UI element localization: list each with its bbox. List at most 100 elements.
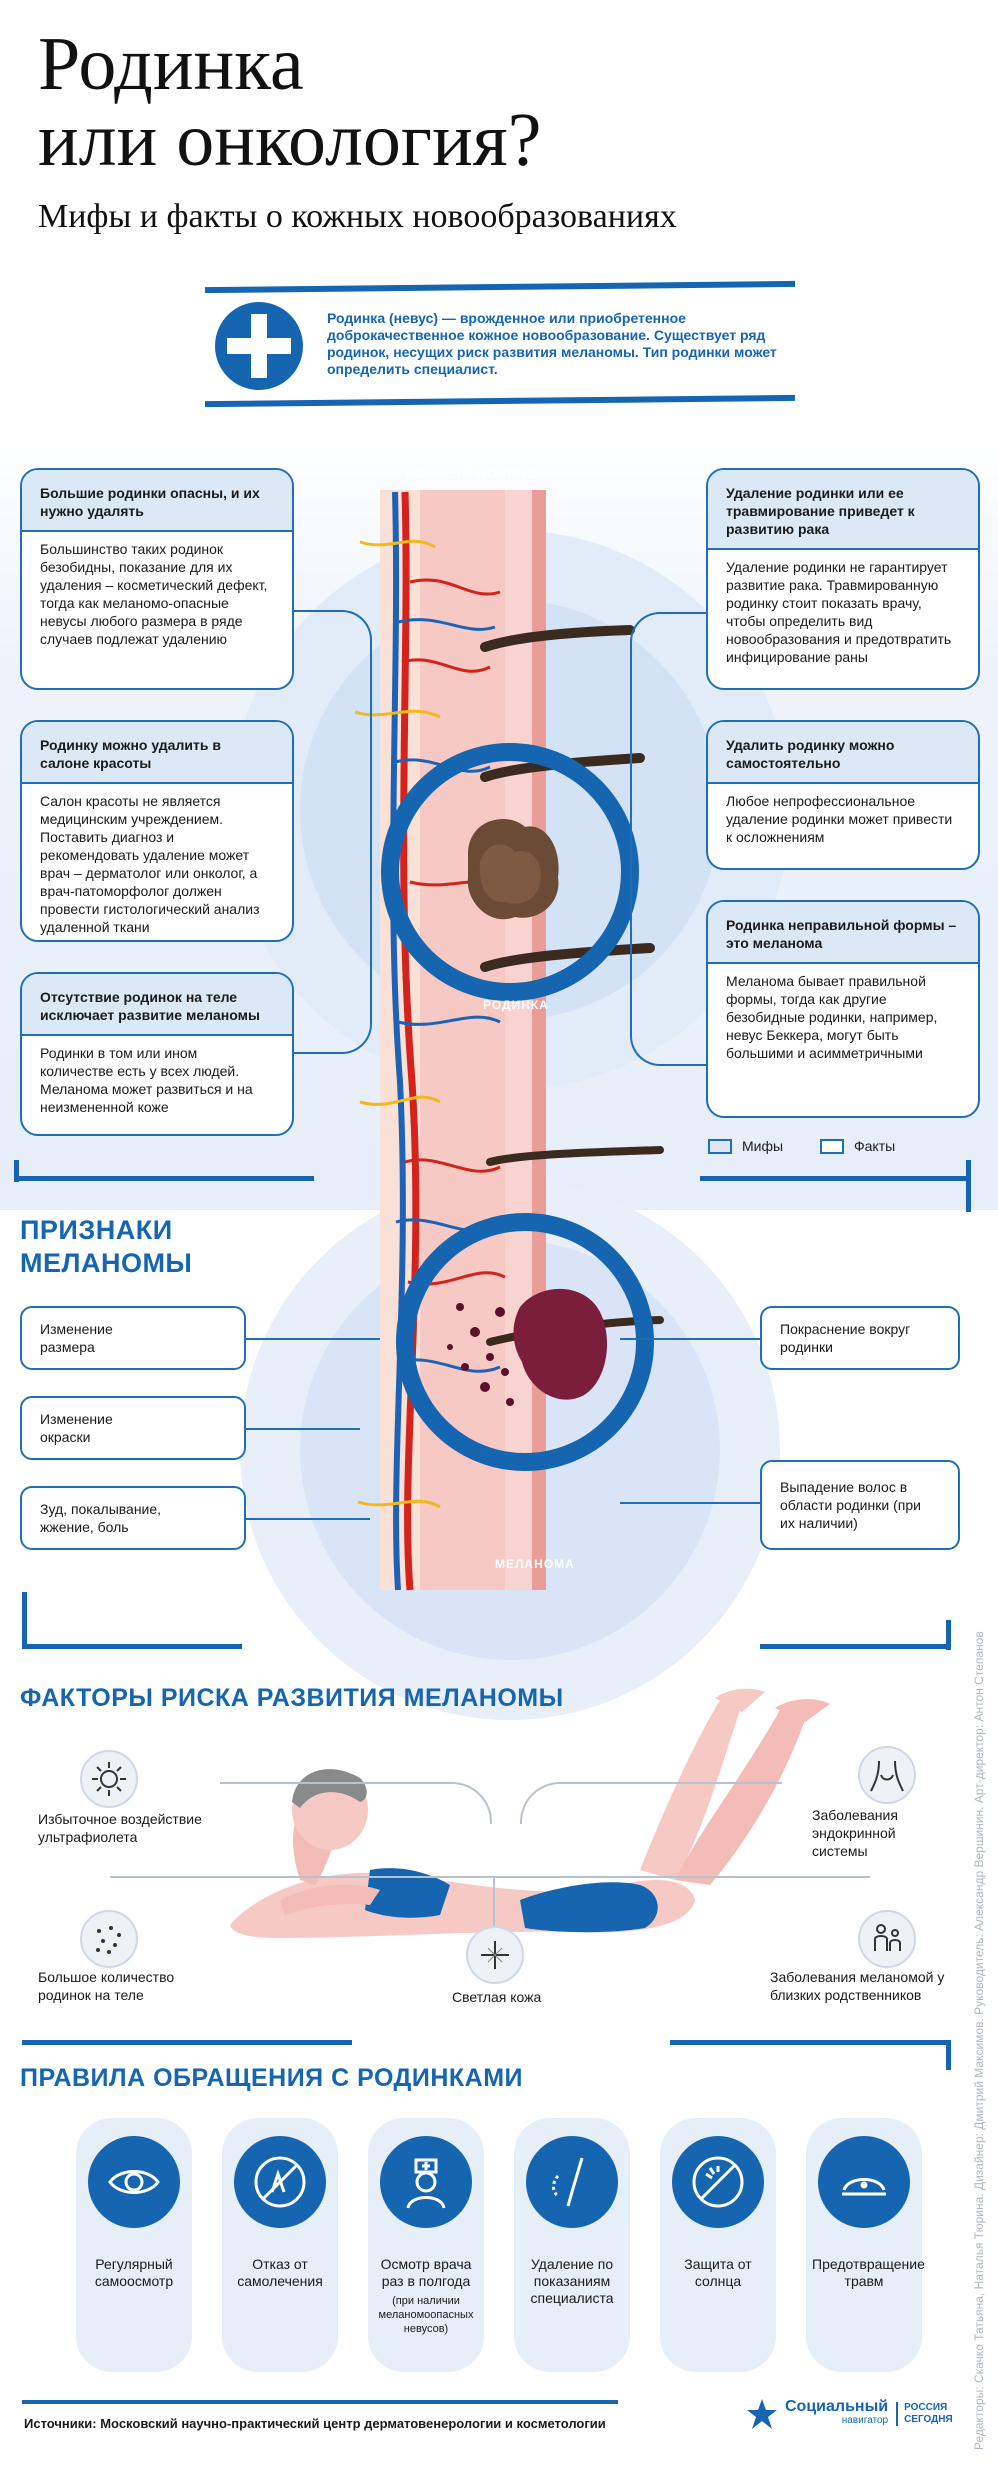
rule-card-no-self-treatment: Отказ от самолечения: [222, 2118, 338, 2372]
sign-label: Покраснение вокруг родинки: [780, 1321, 911, 1355]
risk-family: Заболевания меланомой у близких родствен…: [770, 1969, 945, 2003]
rule-label: Защита от солнца: [684, 2256, 752, 2289]
no-self-treatment-icon: [234, 2136, 326, 2228]
separator-risk-line: [22, 1644, 242, 1649]
brand-main: Социальный: [785, 2398, 889, 2415]
rules-heading: ПРАВИЛА ОБРАЩЕНИЯ С РОДИНКАМИ: [20, 2064, 524, 2092]
risk-connector-4: [493, 1876, 495, 1932]
separator-tick-left: [14, 1160, 19, 1182]
separator-risk-right: [946, 1620, 951, 1650]
sign-label: Изменение размера: [40, 1321, 113, 1355]
myth-title: Большие родинки опасны, и их нужно удаля…: [22, 470, 292, 532]
definition-text: Родинка (невус) — врожденное или приобре…: [327, 310, 777, 377]
legend-label-myths: Мифы: [742, 1138, 784, 1154]
credits-text: Редакторы: Скачко Татьяна, Наталья Тюрин…: [972, 1631, 986, 2450]
rule-card-self-exam: Регулярный самоосмотр: [76, 2118, 192, 2372]
rule-label: Отказ от самолечения: [237, 2256, 323, 2289]
melanoma-label: МЕЛАНОМА: [495, 1557, 575, 1571]
rule-label: Удаление по показаниям специалиста: [530, 2256, 614, 2306]
myth-title: Удалить родинку можно самостоятельно: [708, 722, 978, 784]
partner-line1: РОССИЯ: [904, 2402, 948, 2413]
connector-right: [630, 612, 712, 1066]
legend-myths: Мифы: [708, 1138, 783, 1154]
separator-risk-line-right: [760, 1644, 950, 1649]
no-sun-icon: [672, 2136, 764, 2228]
rule-card-doctor-visit: Осмотр врача раз в полгода (при наличии …: [368, 2118, 484, 2372]
banner-bottom-line: [205, 394, 795, 408]
rule-note: (при наличии меланомоопасных невусов): [378, 2295, 474, 2335]
myth-box-beauty-salon: Родинку можно удалить в салоне красоты С…: [20, 720, 294, 942]
family-icon: [858, 1910, 916, 1968]
risk-endocrine: Заболевания эндокринной системы: [812, 1807, 898, 1859]
medical-cross-icon: [215, 302, 303, 390]
scalpel-icon: [526, 2136, 618, 2228]
rule-label: Предотвращение травм: [812, 2256, 925, 2289]
page-subtitle: Мифы и факты о кожных новообразованиях: [38, 198, 677, 235]
myth-box-self-removal: Удалить родинку можно самостоятельно Люб…: [706, 720, 980, 870]
banner-top-line: [205, 280, 795, 294]
sign-label: Изменение окраски: [40, 1411, 113, 1445]
spots-icon: [80, 1910, 138, 1968]
separator-rules-tick: [946, 2040, 951, 2070]
skin-label: КОЖНЫЙ ПОКРОВ: [405, 466, 539, 481]
doctor-icon: [380, 2136, 472, 2228]
brand-sub: навигатор: [841, 2415, 889, 2426]
risk-uv: Избыточное воздействие ультрафиолета: [38, 1811, 202, 1845]
signs-connector-left: [220, 1338, 380, 1340]
rule-label: Осмотр врача раз в полгода (при наличии …: [374, 2256, 478, 2336]
separator-rules: [22, 2040, 352, 2045]
fact-text: Любое непрофессиональное удаление родинк…: [726, 793, 953, 845]
sign-size-change: Изменение размера: [20, 1306, 246, 1370]
fact-text: Салон красоты не является медицинским уч…: [40, 793, 260, 935]
separator-risk-left: [22, 1592, 27, 1648]
eye-icon: [88, 2136, 180, 2228]
myth-title: Удаление родинки или ее травмирование пр…: [708, 470, 978, 550]
risk-connector-3: [110, 1876, 870, 1878]
fact-text: Удаление родинки не гарантирует развитие…: [726, 559, 952, 665]
separator-tick-right: [966, 1160, 971, 1212]
skin-diagram: [354, 490, 664, 1591]
myth-box-no-moles: Отсутствие родинок на теле исключает раз…: [20, 972, 294, 1136]
sun-icon: [80, 1750, 138, 1808]
myth-title: Родинку можно удалить в салоне красоты: [22, 722, 292, 784]
risk-connector-2: [520, 1782, 782, 1824]
legend-swatch-myths: [708, 1138, 732, 1154]
sources-text: Источники: Московский научно-практически…: [24, 2416, 606, 2431]
bandage-icon: [818, 2136, 910, 2228]
fact-text: Большинство таких родинок безобидны, пок…: [40, 541, 268, 647]
signs-connector-left-2: [220, 1428, 360, 1430]
rule-label: Регулярный самоосмотр: [94, 2256, 174, 2289]
fact-text: Меланома бывает правильной формы, тогда …: [726, 973, 938, 1061]
myth-title: Родинка неправильной формы – это меланом…: [708, 902, 978, 964]
sign-itching: Зуд, покалывание, жжение, боль: [20, 1486, 246, 1550]
mole-label: РОДИНКА: [483, 998, 549, 1012]
signs-connector-right-2: [620, 1502, 760, 1504]
definition-banner: Родинка (невус) — врожденное или приобре…: [205, 278, 795, 408]
connector-left: [290, 610, 372, 1054]
footer-line: [22, 2400, 618, 2404]
sign-label: Зуд, покалывание, жжение, боль: [40, 1501, 162, 1535]
risk-many-moles: Большое количество родинок на теле: [38, 1969, 175, 2003]
legend-label-facts: Факты: [854, 1138, 896, 1154]
sign-color-change: Изменение окраски: [20, 1396, 246, 1460]
myth-title: Отсутствие родинок на теле исключает раз…: [22, 974, 292, 1036]
rule-card-injury-prevention: Предотвращение травм: [806, 2118, 925, 2372]
sign-redness: Покраснение вокруг родинки: [760, 1306, 960, 1370]
rule-card-sun-protection: Защита от солнца: [660, 2118, 776, 2372]
legend-swatch-facts: [820, 1138, 844, 1154]
myth-box-irregular-shape: Родинка неправильной формы – это меланом…: [706, 900, 980, 1118]
person-illustration: [230, 1688, 830, 1938]
rule-card-removal: Удаление по показаниям специалиста: [514, 2118, 630, 2372]
sign-label: Выпадение волос в области родинки (при и…: [780, 1479, 921, 1531]
separator-signs-right: [700, 1176, 970, 1181]
fact-text: Родинки в том или ином количестве есть у…: [40, 1045, 253, 1115]
signs-connector-left-3: [220, 1518, 370, 1520]
risk-fair-skin: Светлая кожа: [452, 1989, 542, 2005]
signs-connector-right: [620, 1338, 760, 1340]
myth-box-removal-cancer: Удаление родинки или ее травмирование пр…: [706, 468, 980, 690]
separator-signs: [14, 1176, 314, 1181]
brand-logo-icon: [747, 2399, 777, 2429]
sign-hair-loss: Выпадение волос в области родинки (при и…: [760, 1460, 960, 1550]
